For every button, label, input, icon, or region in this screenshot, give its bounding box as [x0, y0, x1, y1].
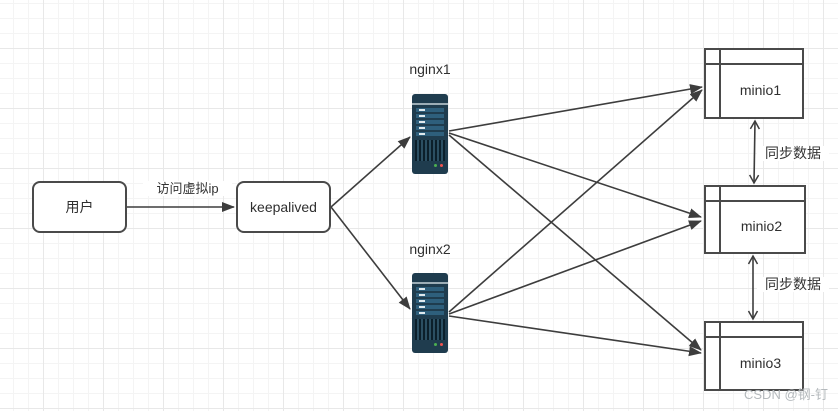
edge-keepalived-nginx1 [330, 136, 411, 208]
edge-nginx1-minio1 [448, 84, 703, 132]
green-led-icon [434, 164, 437, 167]
server-icon [412, 94, 448, 174]
node-minio2-label: minio2 [740, 218, 783, 234]
node-keepalived-label: keepalived [250, 199, 317, 215]
node-user-label: 用户 [65, 199, 94, 215]
node-minio1-label: minio1 [739, 82, 782, 98]
server-vent [415, 319, 445, 340]
node-nginx1-label: nginx1 [409, 61, 451, 77]
green-led-icon [434, 343, 437, 346]
watermark: CSDN @钢-钉 [744, 387, 828, 402]
edge-nginx2-minio2 [448, 220, 702, 315]
red-led-icon [440, 164, 443, 167]
edge-label-sync-1: 同步数据 [757, 146, 829, 161]
edge-minio1-minio2-sync [748, 119, 761, 185]
edge-nginx2-minio3 [448, 315, 702, 357]
node-minio3-label: minio3 [739, 354, 782, 371]
server-top-stripe [412, 103, 448, 105]
edge-nginx2-minio1 [448, 89, 703, 313]
server-leds [412, 161, 448, 170]
server-top-stripe [412, 282, 448, 284]
server-drive-bays [416, 287, 444, 315]
node-minio3: minio3 [704, 321, 804, 391]
node-minio1: minio1 [704, 48, 804, 119]
edge-label-sync-2: 同步数据 [757, 277, 829, 292]
node-nginx2-label: nginx2 [409, 241, 451, 257]
edge-nginx1-minio2 [448, 132, 702, 218]
server-drive-bays [416, 108, 444, 136]
server-leds [412, 340, 448, 349]
edge-nginx1-minio3 [448, 134, 702, 351]
server-vent [415, 140, 445, 161]
edge-keepalived-nginx2 [330, 206, 411, 310]
edge-label-access-vip: 访问虚拟ip [143, 181, 232, 196]
server-icon [412, 273, 448, 353]
node-minio2: minio2 [704, 185, 806, 254]
node-user: 用户 [32, 181, 127, 233]
red-led-icon [440, 343, 443, 346]
node-keepalived: keepalived [236, 181, 331, 233]
